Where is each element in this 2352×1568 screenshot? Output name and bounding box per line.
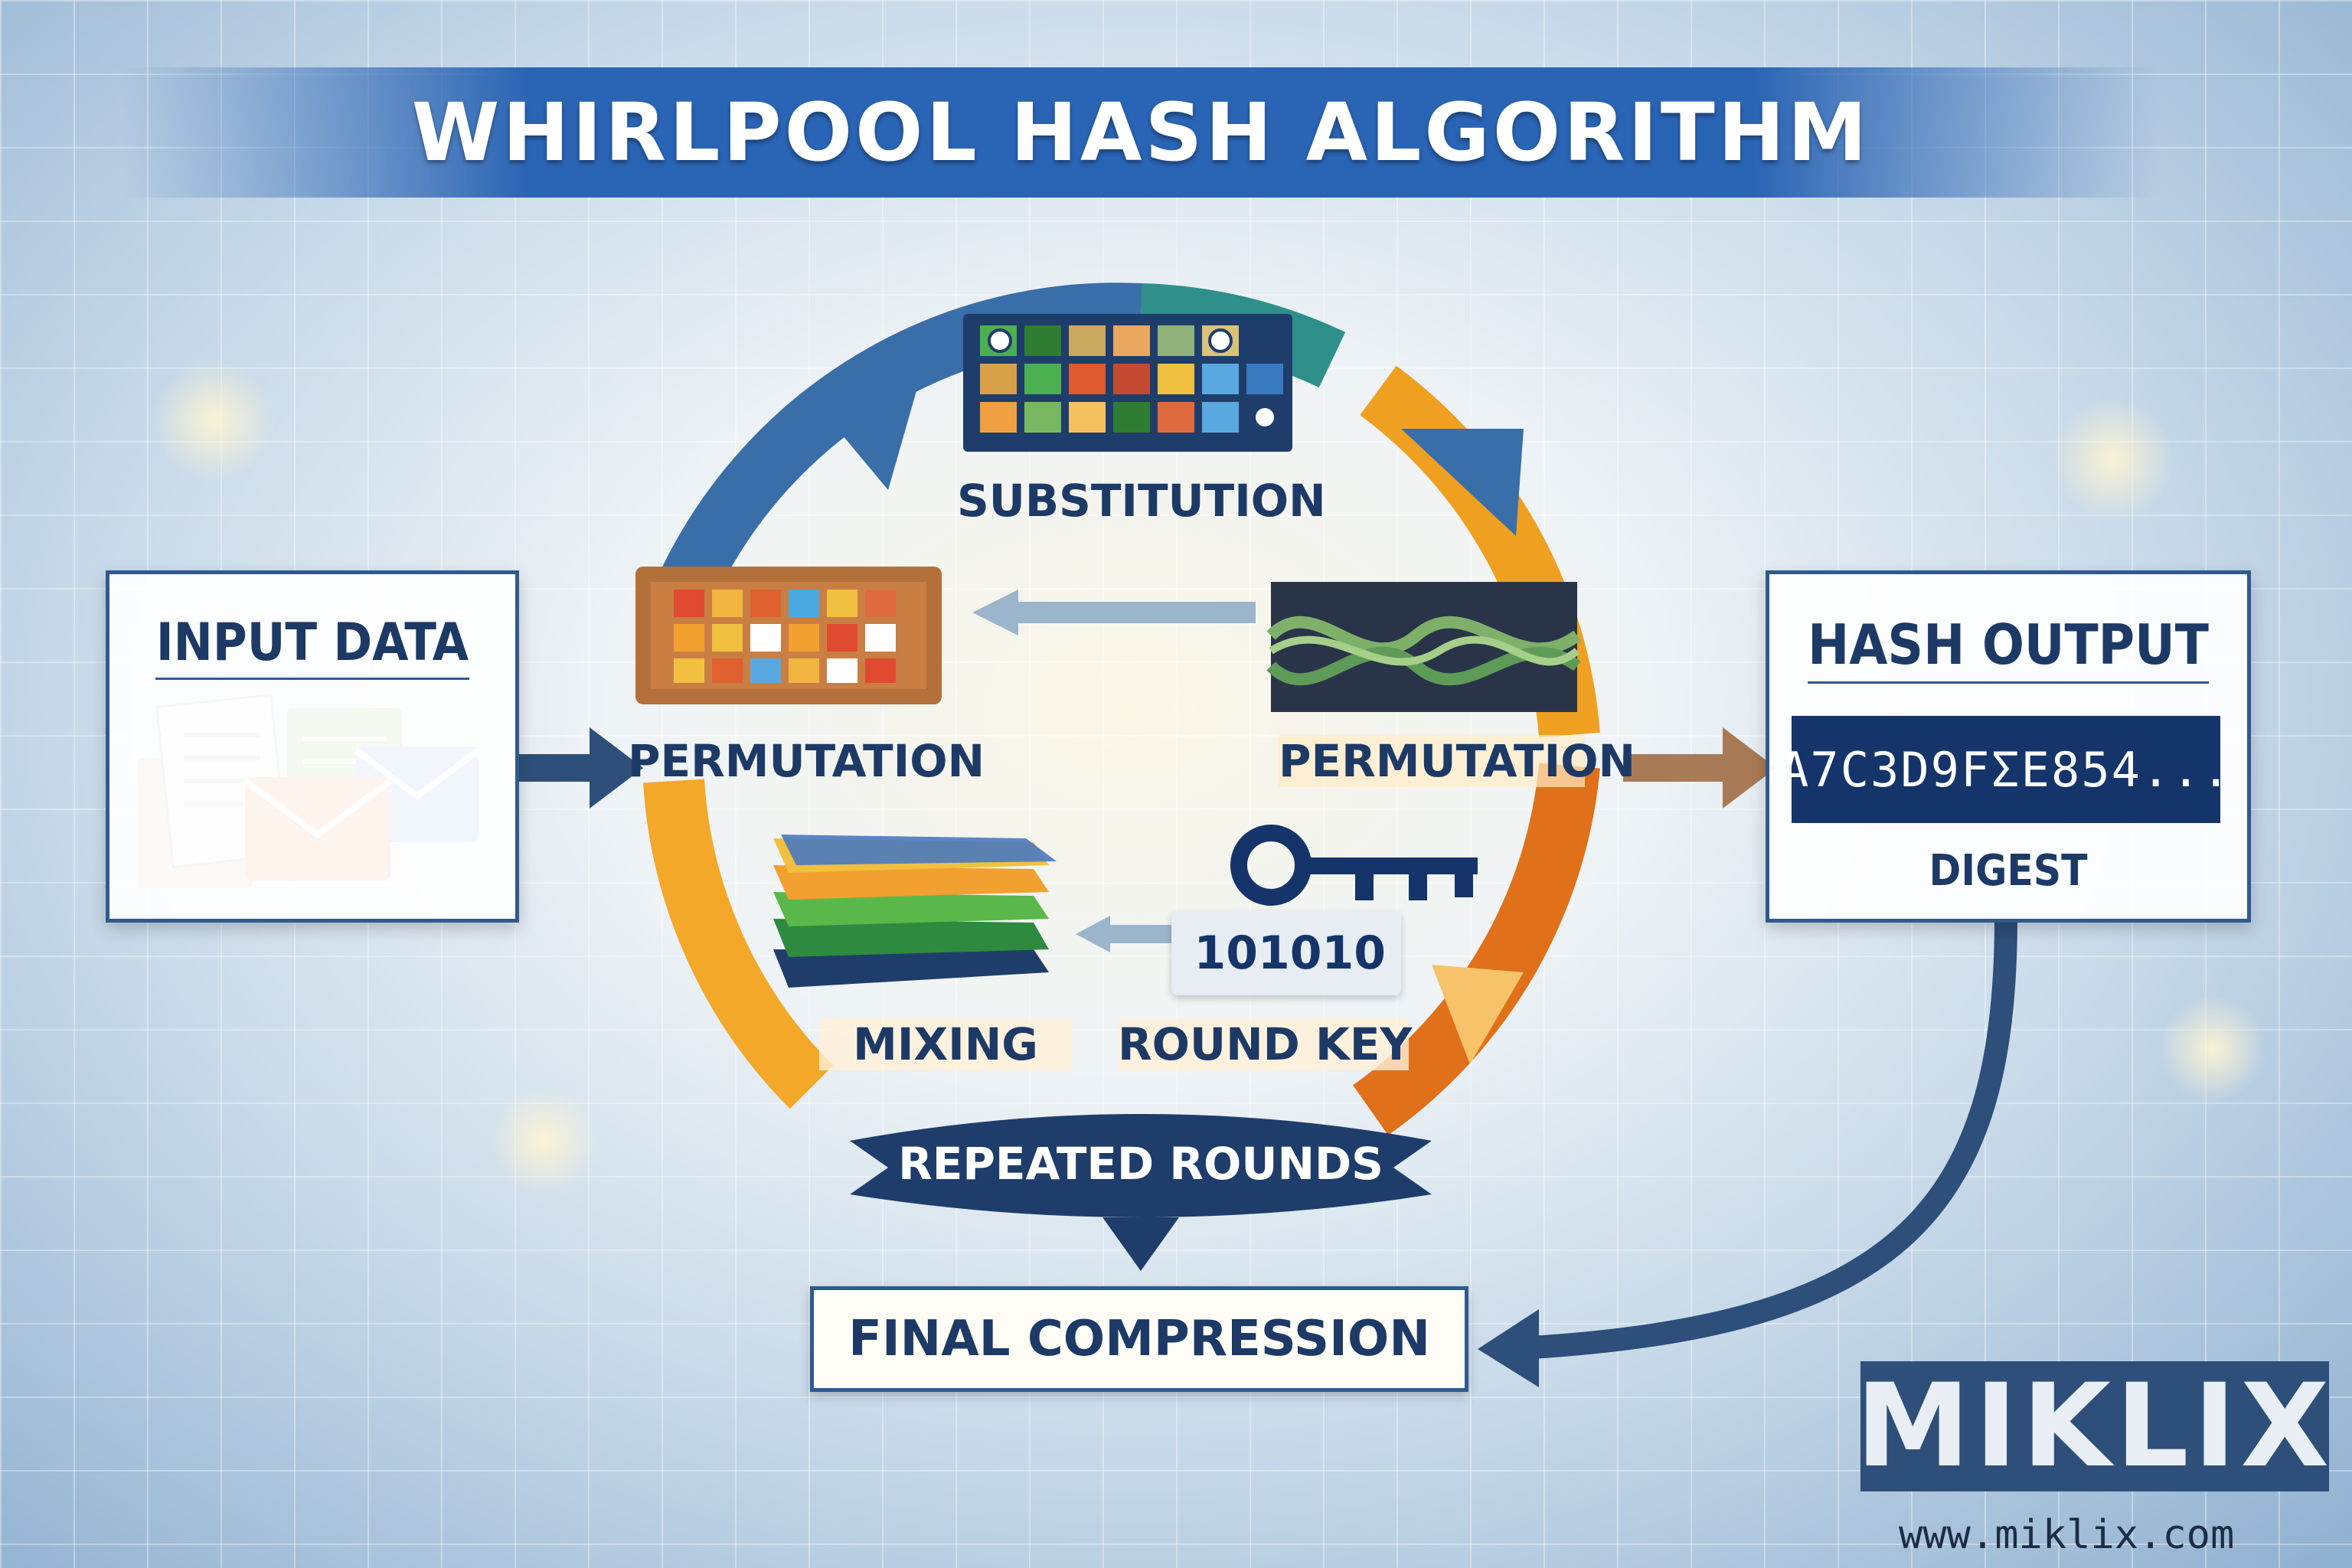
ring-segment-deep-orange <box>1352 763 1600 1135</box>
final-compression-label: FINAL COMPRESSION <box>848 1311 1430 1367</box>
light-glow <box>2159 995 2266 1102</box>
input-data-title: INPUT DATA <box>155 612 469 673</box>
permutation-braid-icon <box>1266 582 1581 712</box>
substitution-grid-icon <box>963 314 1292 452</box>
input-arrow-head <box>590 727 643 808</box>
ring-arrow-top-left <box>812 383 919 490</box>
brand-logo: MIKLIX <box>1856 1360 2329 1493</box>
round-key-icon <box>1230 825 1478 906</box>
hash-value: A7C3D9FΣE854... <box>1780 716 2230 823</box>
light-glow <box>153 360 276 482</box>
digest-caption: DIGEST <box>1929 846 2088 896</box>
output-title-underline <box>1808 681 2209 684</box>
binary-value: 101010 <box>1194 926 1387 980</box>
substitution-label: SUBSTITUTION <box>957 475 1326 527</box>
ring-segment-orange-left <box>643 779 834 1109</box>
input-data-box: INPUT DATA <box>106 570 519 923</box>
ring-arrow-bottom-right <box>1432 965 1524 1064</box>
repeated-rounds-banner: REPEATED ROUNDS <box>850 1102 1432 1225</box>
input-arrow-shaft <box>517 754 601 782</box>
repeated-rounds-ribbon <box>850 1114 1432 1271</box>
hash-output-title: HASH OUTPUT <box>1808 612 2209 677</box>
mixing-label: MIXING <box>819 1018 1072 1070</box>
brand-url: www.miklix.com <box>1899 1512 2235 1558</box>
permutation-left-label: PERMUTATION <box>628 735 985 787</box>
round-key-label: ROUND KEY <box>1118 1018 1413 1070</box>
title-banner: WHIRLPOOL HASH ALGORITHM <box>122 67 2159 198</box>
page-title: WHIRLPOOL HASH ALGORITHM <box>411 86 1870 179</box>
mixing-layers-icon <box>773 835 1057 988</box>
brand-name: MIKLIX <box>1855 1360 2334 1493</box>
binary-card: 101010 <box>1171 911 1401 995</box>
feedback-arrow <box>1530 918 2017 1359</box>
light-glow <box>490 1087 597 1194</box>
output-arrow-head <box>1723 727 1776 808</box>
feedback-arrow-head <box>1478 1309 1539 1387</box>
repeated-rounds-label: REPEATED ROUNDS <box>898 1138 1383 1190</box>
final-compression-box: FINAL COMPRESSION <box>810 1286 1468 1392</box>
input-title-underline <box>155 678 469 680</box>
ring-arrow-top-right <box>1401 429 1524 536</box>
inner-arrow-lower-head <box>1076 916 1110 952</box>
inner-arrow-upper-head <box>972 590 1018 635</box>
light-glow <box>2052 398 2174 521</box>
output-arrow-shaft <box>1623 754 1738 782</box>
permutation-grid-icon <box>635 567 942 704</box>
permutation-right-label: PERMUTATION <box>1279 735 1636 787</box>
